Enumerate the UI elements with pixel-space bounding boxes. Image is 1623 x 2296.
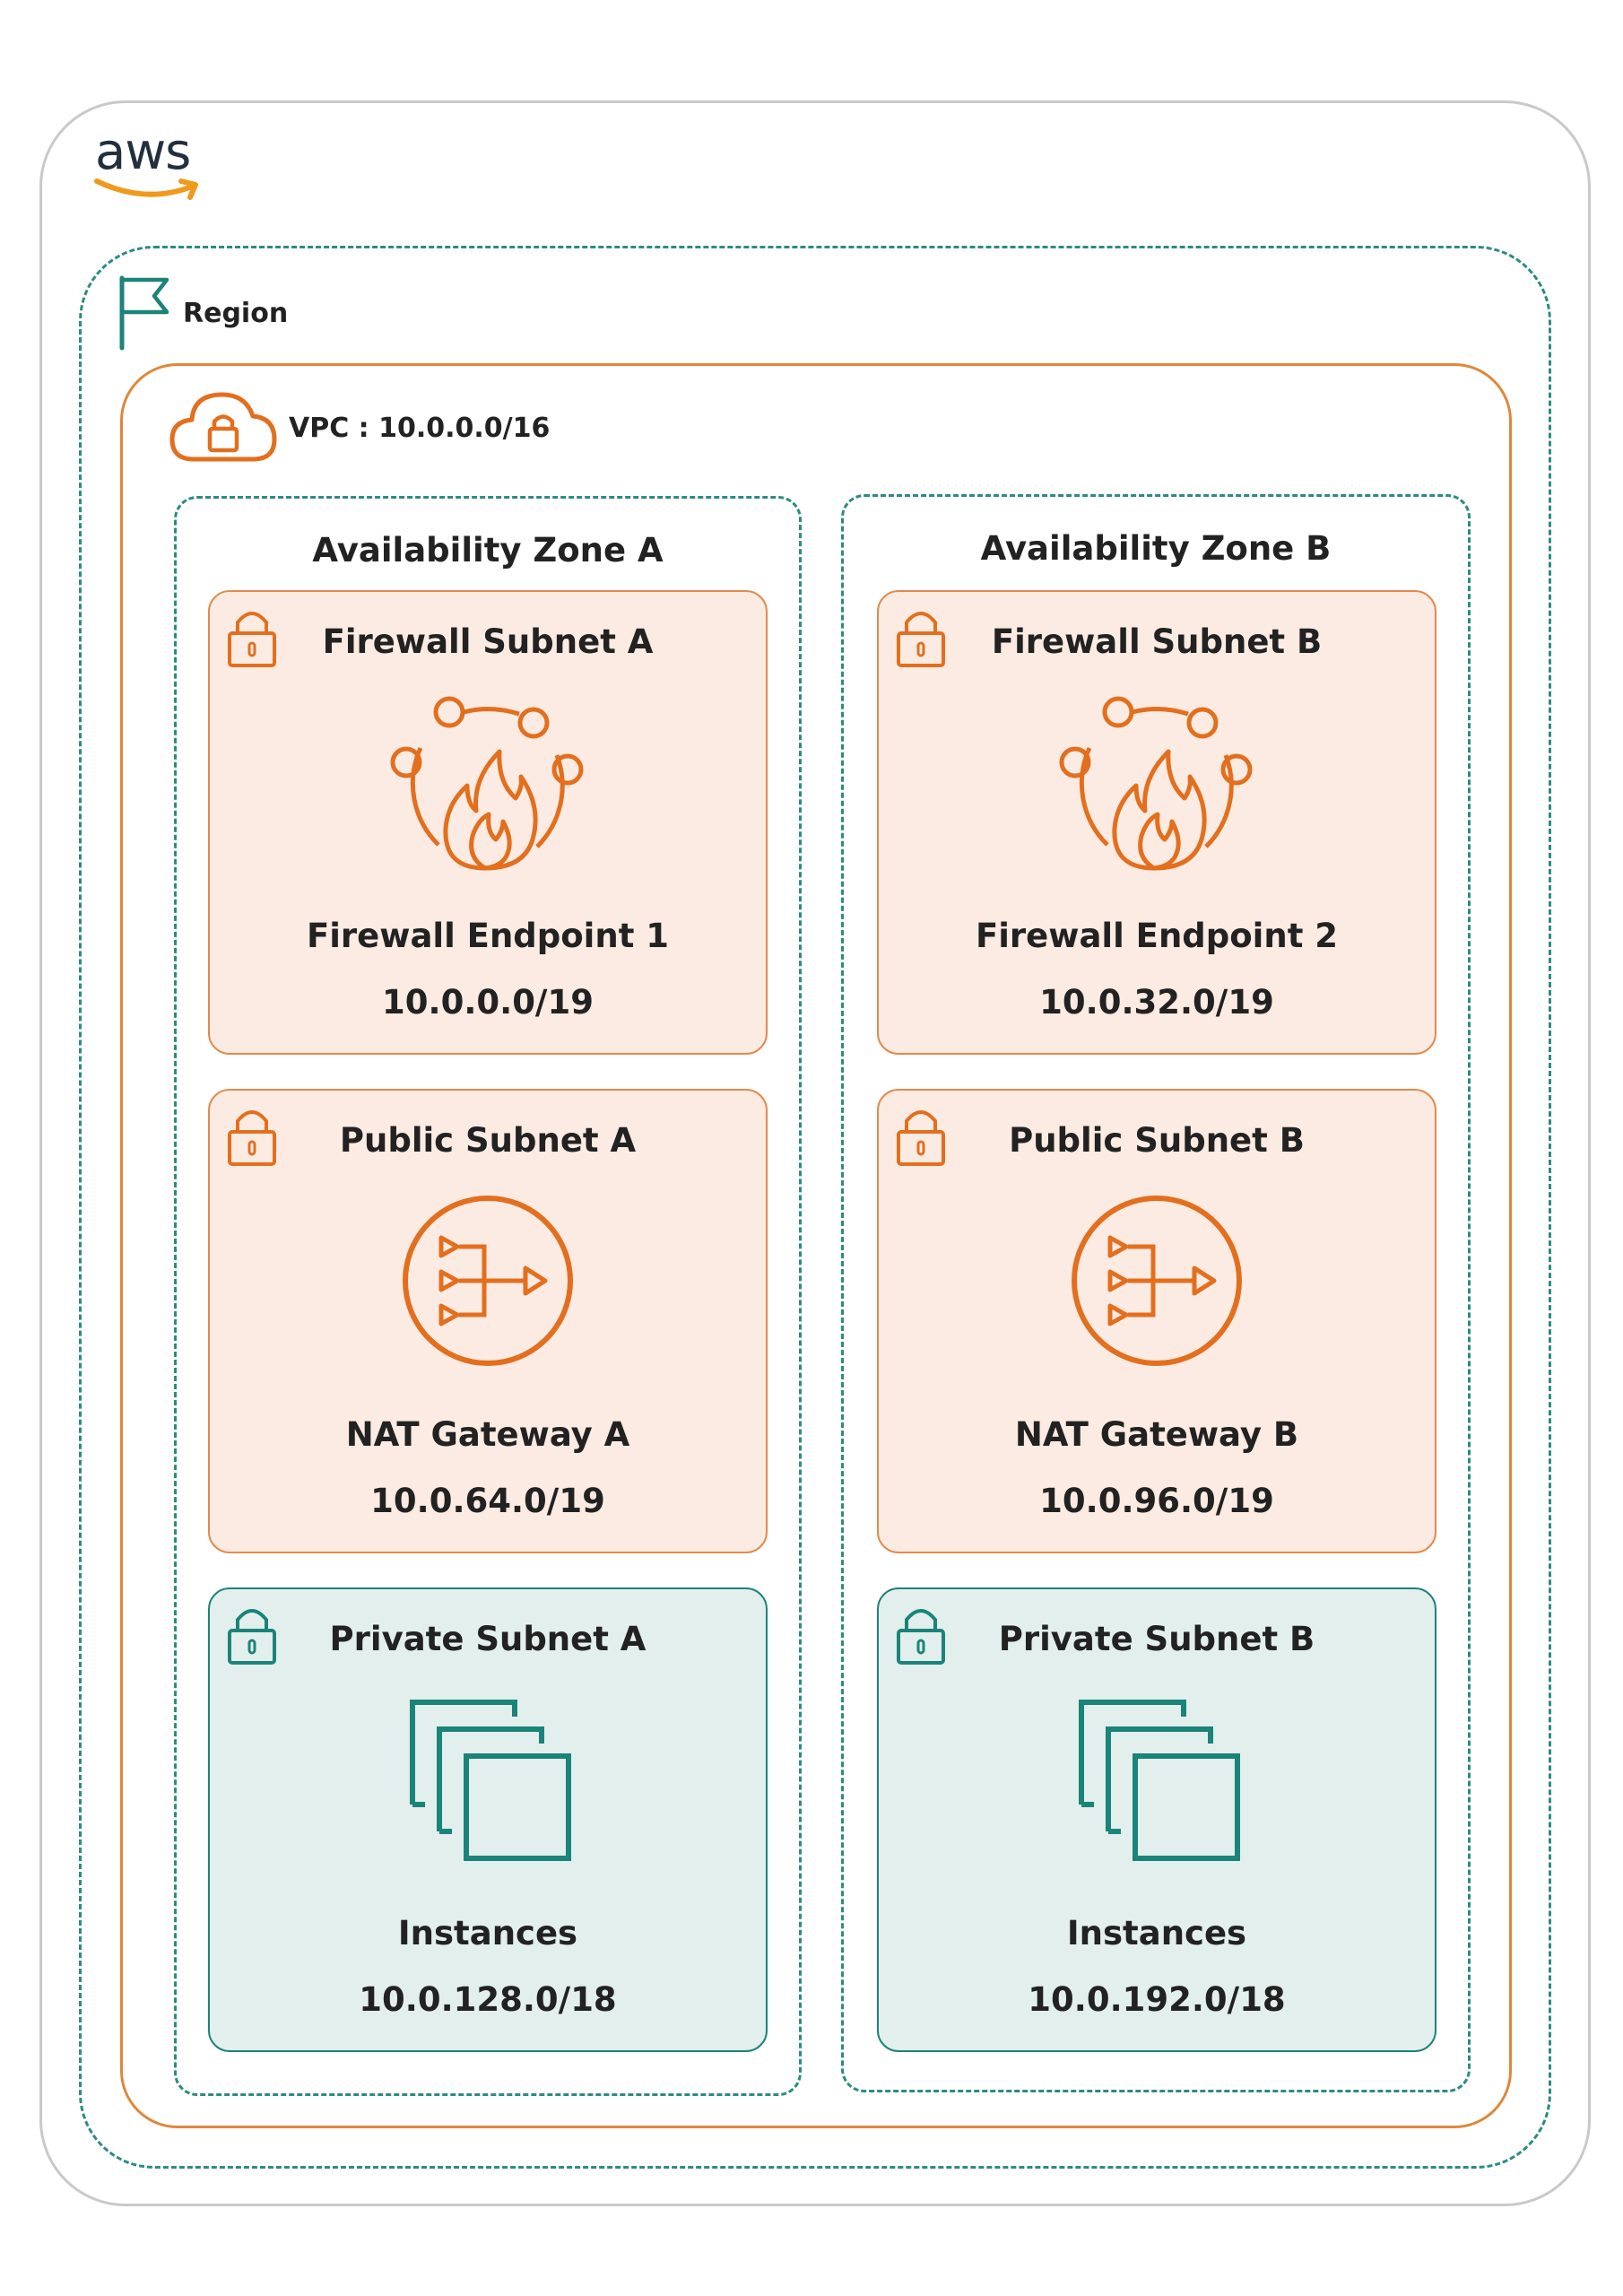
nat-gateway-icon bbox=[403, 1196, 573, 1366]
cidr-label: 10.0.32.0/19 bbox=[1039, 983, 1274, 1022]
aws-cloud-group bbox=[39, 100, 1591, 2206]
firewall-subnet-a: Firewall Subnet A Firewall Endpoint 1 10… bbox=[208, 590, 768, 1055]
cidr-label: 10.0.128.0/18 bbox=[359, 1980, 617, 2019]
resource-label: Instances bbox=[397, 1914, 578, 1952]
resource-label: Firewall Endpoint 2 bbox=[975, 917, 1339, 955]
resource-label: NAT Gateway B bbox=[1014, 1415, 1299, 1454]
availability-zone-b: Availability Zone B bbox=[841, 494, 1471, 2092]
lock-icon bbox=[228, 1110, 276, 1166]
vpc-label: VPC : 10.0.0.0/16 bbox=[289, 413, 551, 444]
subnet-title: Firewall Subnet A bbox=[322, 622, 654, 661]
nat-gateway-icon bbox=[1072, 1196, 1242, 1366]
subnet-title: Firewall Subnet B bbox=[991, 622, 1323, 661]
aws-logo: aws bbox=[93, 124, 210, 206]
cidr-label: 10.0.192.0/18 bbox=[1028, 1980, 1286, 2019]
aws-logo-text: aws bbox=[95, 123, 191, 181]
lock-icon bbox=[228, 1609, 276, 1665]
vpc-cloud-lock-icon bbox=[169, 392, 277, 462]
subnet-title: Private Subnet A bbox=[329, 1620, 647, 1658]
private-subnet-a: Private Subnet A Instances 10.0.128.0/18 bbox=[208, 1587, 768, 2052]
cidr-label: 10.0.0.0/19 bbox=[382, 983, 594, 1022]
availability-zone-a: Availability Zone A bbox=[174, 496, 802, 2096]
public-subnet-b: Public Subnet B NAT Gateway B 10.0.96.0/… bbox=[877, 1089, 1436, 1553]
subnet-title: Public Subnet B bbox=[1009, 1121, 1305, 1160]
lock-icon bbox=[897, 612, 945, 667]
region-group bbox=[79, 246, 1551, 2169]
public-subnet-a: Public Subnet A NAT Gateway A 10.0.64.0/… bbox=[208, 1089, 768, 1553]
lock-icon bbox=[897, 1609, 945, 1665]
cidr-label: 10.0.96.0/19 bbox=[1039, 1482, 1274, 1520]
subnet-title: Public Subnet A bbox=[339, 1121, 637, 1160]
vpc-group bbox=[120, 363, 1512, 2128]
resource-label: Instances bbox=[1066, 1914, 1247, 1952]
availability-zone-title: Availability Zone A bbox=[312, 531, 664, 570]
network-firewall-icon bbox=[1059, 696, 1253, 871]
cidr-label: 10.0.64.0/19 bbox=[370, 1482, 605, 1520]
instances-icon bbox=[410, 1700, 571, 1861]
resource-label: NAT Gateway A bbox=[345, 1415, 630, 1454]
network-firewall-icon bbox=[390, 696, 584, 871]
aws-smile-icon bbox=[94, 178, 198, 200]
lock-icon bbox=[897, 1110, 945, 1166]
availability-zone-title: Availability Zone B bbox=[980, 529, 1332, 568]
instances-icon bbox=[1079, 1700, 1240, 1861]
firewall-subnet-b: Firewall Subnet B Firewall Endpoint 2 10… bbox=[877, 590, 1436, 1055]
resource-label: Firewall Endpoint 1 bbox=[306, 917, 670, 955]
private-subnet-b: Private Subnet B Instances 10.0.192.0/18 bbox=[877, 1587, 1436, 2052]
subnet-title: Private Subnet B bbox=[998, 1620, 1315, 1658]
flag-icon bbox=[119, 275, 169, 351]
region-label: Region bbox=[183, 298, 289, 329]
lock-icon bbox=[228, 612, 276, 667]
